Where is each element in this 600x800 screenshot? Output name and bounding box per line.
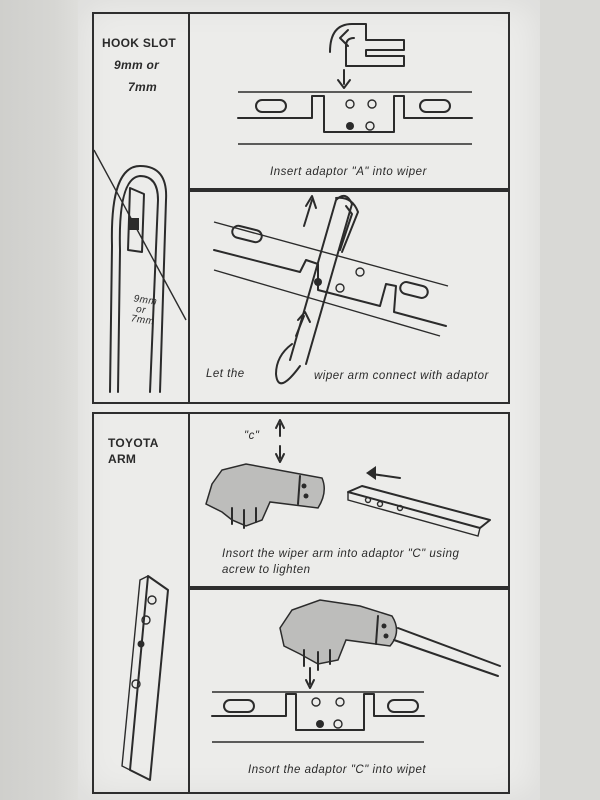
hook-slot-step2-panel bbox=[188, 188, 510, 404]
hook-slot-size-line2: 7mm bbox=[128, 80, 157, 94]
toyota-arm-title-line2: ARM bbox=[108, 452, 137, 466]
toyota-step1-caption-line2: acrew to lighten bbox=[222, 564, 311, 576]
instruction-sheet bbox=[78, 0, 540, 800]
page-edge-shadow bbox=[0, 0, 90, 800]
toyota-step2-caption: Insort the adaptor "C" into wipet bbox=[248, 764, 427, 776]
hook-slot-title: HOOK SLOT bbox=[102, 36, 177, 50]
toyota-step1-panel bbox=[188, 412, 510, 590]
hook-slot-size-line1: 9mm or bbox=[114, 58, 160, 72]
toyota-arm-title-line1: TOYOTA bbox=[108, 436, 159, 450]
toyota-step1-caption-line1: Insort the wiper arm into adaptor "C" us… bbox=[222, 548, 460, 560]
step2-caption-left: Let the bbox=[206, 368, 245, 380]
hook-slot-step1-panel bbox=[188, 12, 510, 192]
adaptor-c-label: "c" bbox=[244, 430, 260, 442]
step1-caption: Insert adaptor "A" into wiper bbox=[270, 166, 427, 178]
toyota-step2-panel bbox=[188, 586, 510, 794]
step2-caption-right: wiper arm connect with adaptor bbox=[314, 370, 489, 382]
